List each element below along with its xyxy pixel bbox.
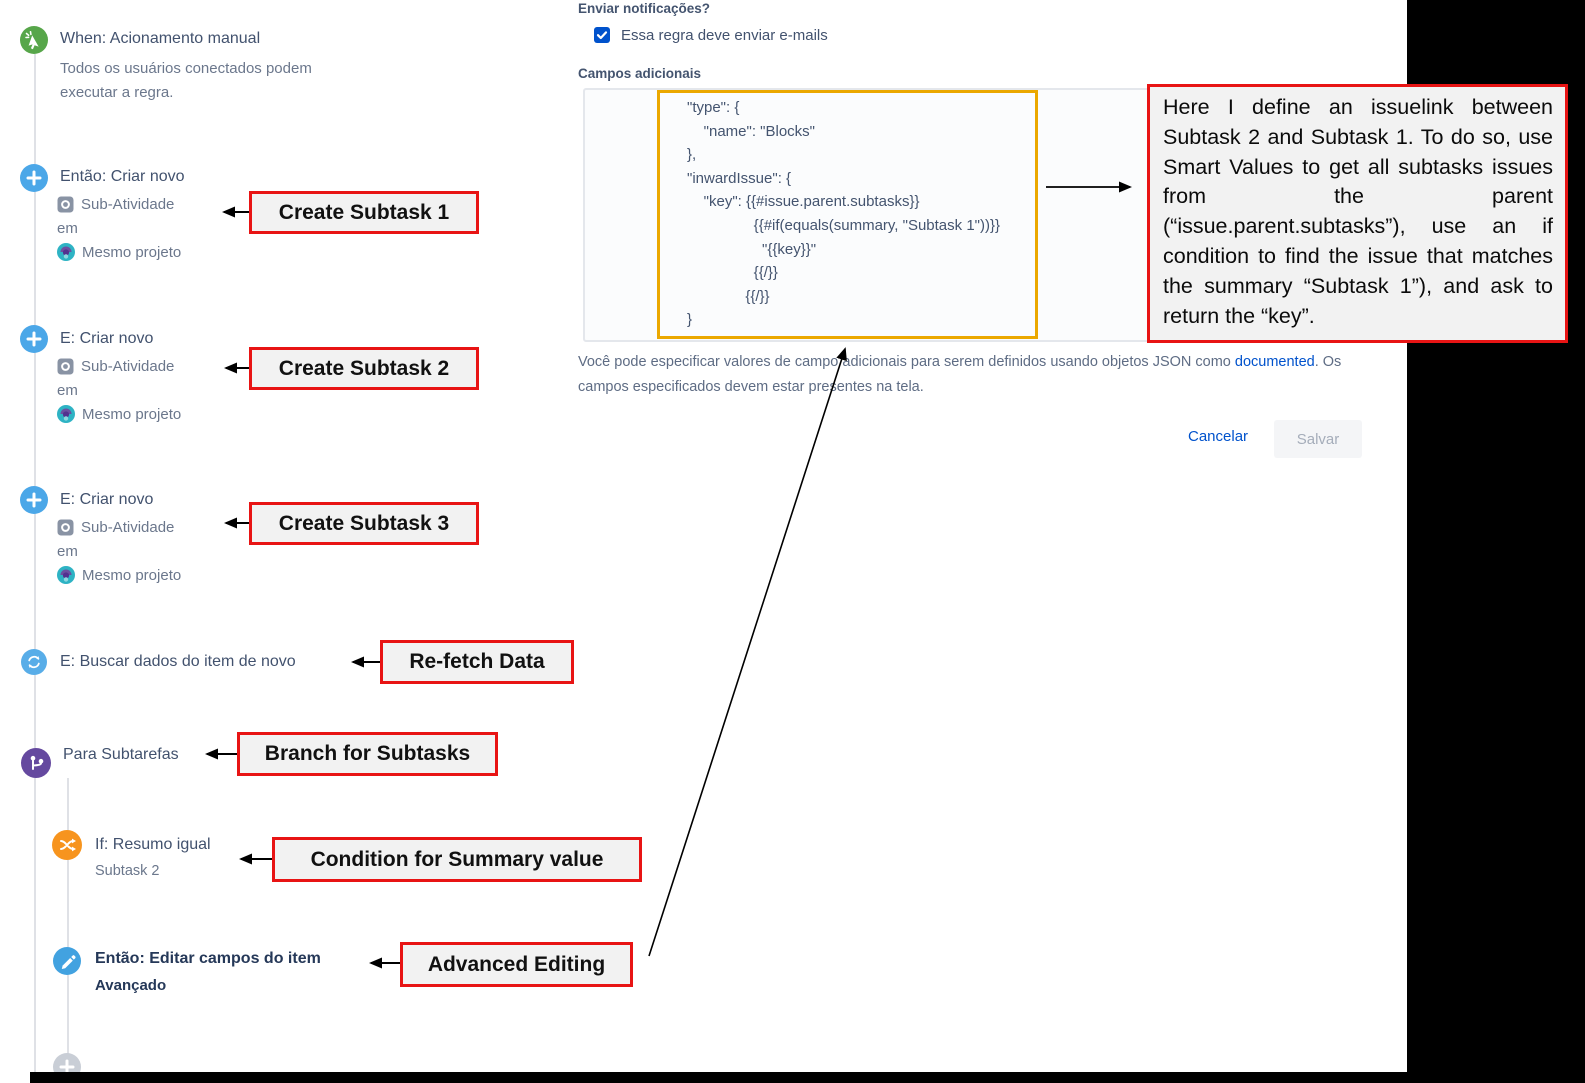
project-avatar-icon: [57, 566, 75, 584]
condition-icon: [52, 830, 82, 860]
step-create3-title[interactable]: E: Criar novo: [60, 491, 154, 508]
help-text-start: Você pode especificar valores de campo a…: [578, 354, 1235, 370]
add-icon: [20, 486, 48, 514]
project-avatar-icon: [57, 243, 75, 261]
project-row: Mesmo projeto: [57, 243, 181, 261]
callout-advanced-editing: Advanced Editing: [400, 942, 633, 987]
callout-branch-for-subtasks: Branch for Subtasks: [237, 732, 498, 776]
add-icon: [20, 164, 48, 192]
callout-condition-summary: Condition for Summary value: [272, 837, 642, 882]
step-create1-title[interactable]: Então: Criar novo: [60, 168, 185, 185]
connector-word: em: [57, 543, 78, 560]
project-label: Mesmo projeto: [82, 566, 182, 584]
editor-help-text: Você pode especificar valores de campo a…: [578, 350, 1356, 400]
send-emails-label[interactable]: Essa regra deve enviar e-mails: [621, 27, 828, 44]
issue-type-row: Sub-Atividade: [57, 519, 174, 536]
black-mask-bottom: [30, 1072, 1585, 1083]
connector-word: em: [57, 382, 78, 399]
connector-word: em: [57, 220, 78, 237]
arrow-advanced-editing-to-code: [648, 347, 847, 957]
notifications-label: Enviar notificações?: [578, 1, 711, 16]
subtask-type-icon: [57, 196, 74, 213]
project-avatar-icon: [57, 405, 75, 423]
save-button[interactable]: Salvar: [1274, 420, 1362, 458]
step-condition-title[interactable]: If: Resumo igual: [95, 836, 211, 853]
branch-icon: [21, 748, 51, 778]
add-icon: [20, 325, 48, 353]
project-row: Mesmo projeto: [57, 405, 181, 423]
step-create2-title[interactable]: E: Criar novo: [60, 330, 154, 347]
issue-type-label: Sub-Atividade: [81, 196, 175, 213]
condition-value: Subtask 2: [95, 863, 160, 879]
edit-icon: [53, 947, 81, 975]
cancel-button[interactable]: Cancelar: [1188, 428, 1249, 445]
issue-type-label: Sub-Atividade: [81, 519, 175, 536]
subtask-type-icon: [57, 519, 74, 536]
step-edit-mode: Avançado: [95, 977, 167, 994]
issue-type-label: Sub-Atividade: [81, 358, 175, 375]
code-highlight-box: [657, 90, 1038, 339]
project-label: Mesmo projeto: [82, 405, 182, 423]
callout-create-subtask-3: Create Subtask 3: [249, 502, 479, 545]
step-edit-title[interactable]: Então: Editar campos do item: [95, 950, 321, 967]
project-row: Mesmo projeto: [57, 566, 181, 584]
send-emails-checkbox[interactable]: [594, 27, 610, 43]
step-refetch-title[interactable]: E: Buscar dados do item de novo: [60, 653, 296, 670]
issue-type-row: Sub-Atividade: [57, 196, 174, 213]
step-trigger-description: Todos os usuários conectados podem execu…: [60, 60, 312, 101]
json-code[interactable]: "type": { "name": "Blocks" }, "inwardIss…: [687, 99, 1000, 329]
rule-chain-connector: [34, 54, 36, 1075]
documented-link[interactable]: documented: [1234, 354, 1315, 370]
callout-refetch-data: Re-fetch Data: [380, 640, 574, 684]
project-label: Mesmo projeto: [82, 243, 182, 261]
refresh-icon: [21, 649, 47, 675]
issue-type-row: Sub-Atividade: [57, 358, 174, 375]
step-branch-title[interactable]: Para Subtarefas: [63, 746, 179, 763]
subtask-type-icon: [57, 358, 74, 375]
callout-create-subtask-2: Create Subtask 2: [249, 347, 479, 390]
annotation-note: Here I define an issuelink between Subta…: [1147, 84, 1568, 343]
branch-connector: [67, 778, 69, 1075]
additional-fields-label: Campos adicionais: [578, 66, 702, 81]
step-trigger-title[interactable]: When: Acionamento manual: [60, 30, 261, 47]
callout-create-subtask-1: Create Subtask 1: [249, 191, 479, 234]
manual-trigger-icon: [20, 26, 48, 54]
